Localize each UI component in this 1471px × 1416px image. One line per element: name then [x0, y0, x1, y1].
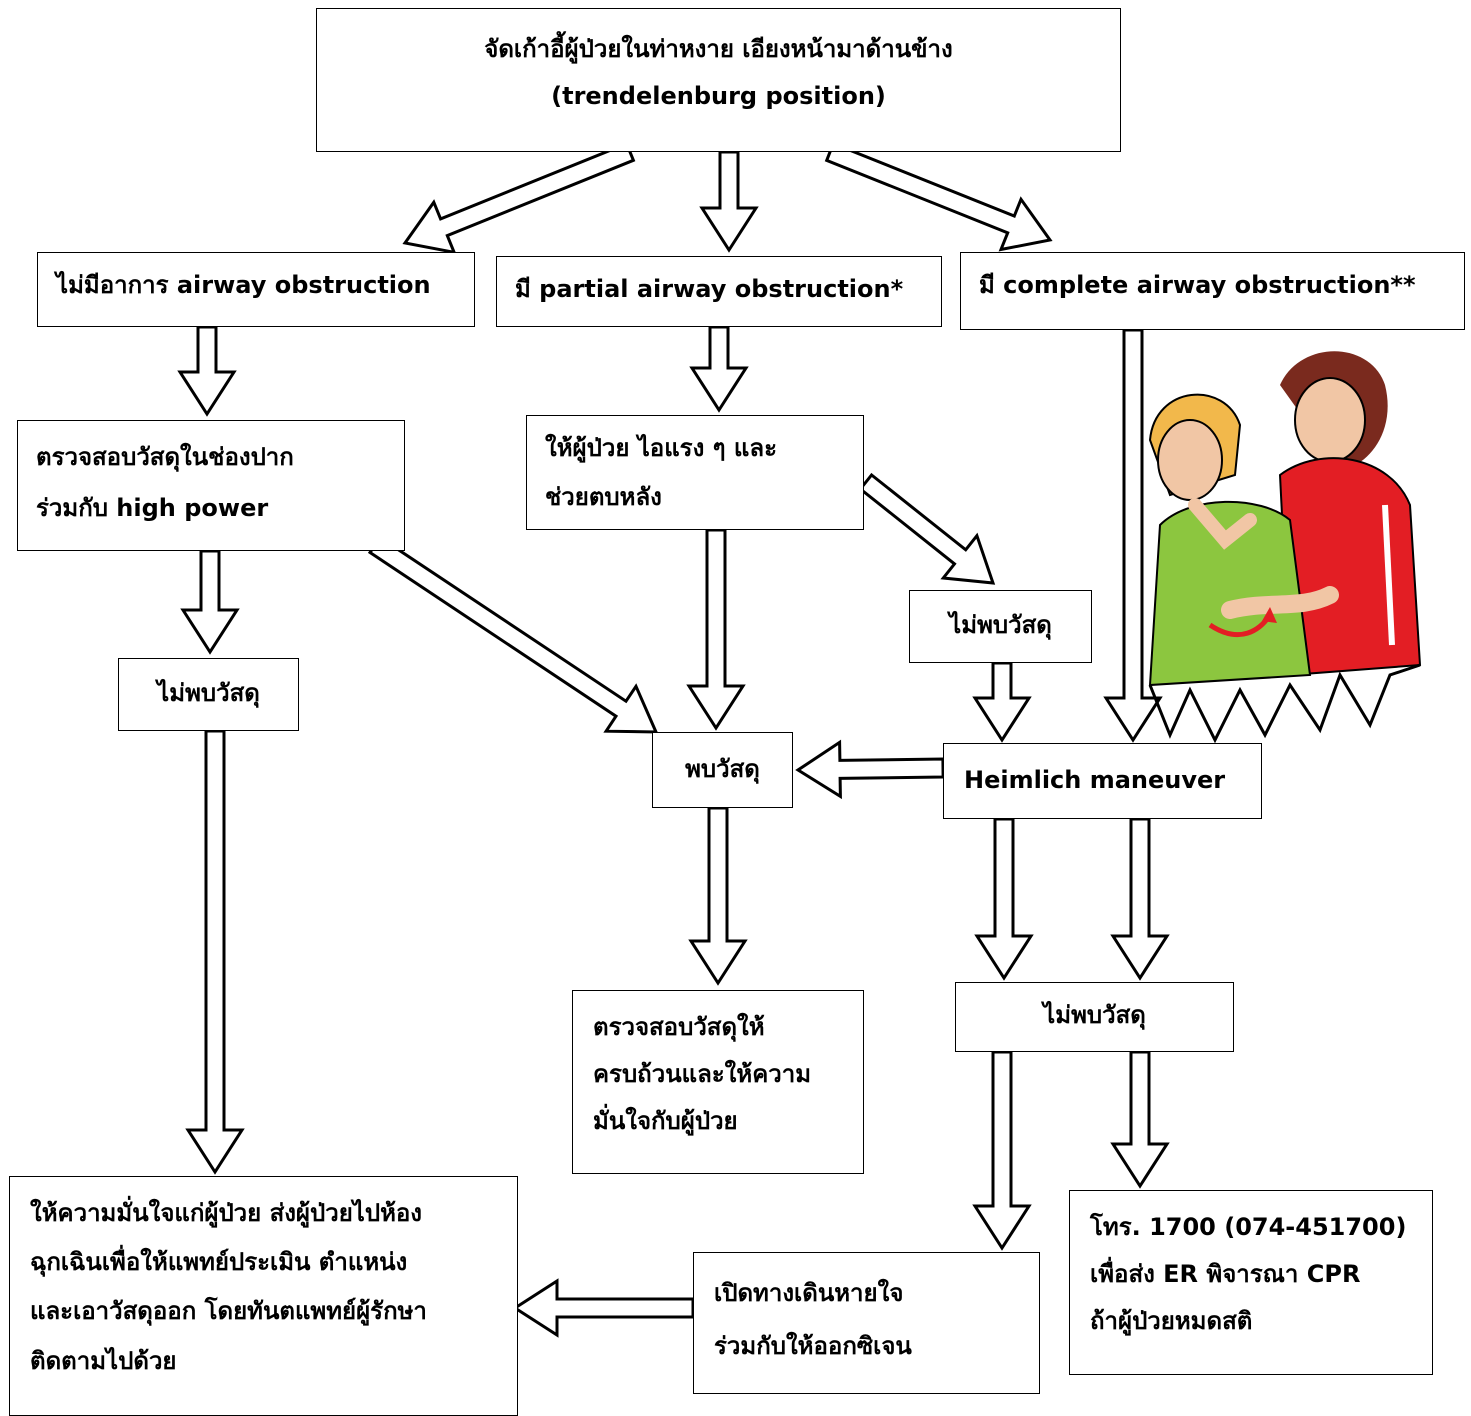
thrust-red-arrowhead: [1262, 607, 1277, 623]
node-verify-line3: มั่นใจกับผู้ป่วย: [593, 1107, 738, 1136]
arrow-inspect-to-found: [367, 535, 659, 734]
node-verify-line1: ตรวจสอบวัสดุให้: [593, 1013, 765, 1041]
node-partial: มี partial airway obstruction*: [496, 256, 942, 327]
node-top-line2: (trendelenburg position): [551, 82, 886, 111]
node-inspect-mouth: ตรวจสอบวัสดุในช่องปาก ร่วมกับ high power: [17, 420, 405, 551]
rescuer-shirt-stripe: [1382, 504, 1395, 646]
arrow-not-found-right-to-call: [1110, 1050, 1170, 1189]
node-cough-back-line2: ช่วยตบหลัง: [545, 483, 662, 512]
node-no-obstruction-text: ไม่มีอาการ airway obstruction: [56, 271, 431, 299]
rescuer-arms: [1221, 586, 1339, 619]
arrow-top-to-no-obstruction: [402, 141, 636, 255]
patient-hands: [1188, 498, 1257, 550]
node-call-line1: โทร. 1700 (074-451700): [1090, 1213, 1407, 1241]
node-complete-text: มี complete airway obstruction**: [979, 271, 1416, 299]
patient-head: [1157, 419, 1223, 501]
node-verify: ตรวจสอบวัสดุให้ ครบถ้วนและให้ความ มั่นใจ…: [572, 990, 864, 1174]
rescuer-head: [1294, 377, 1366, 463]
arrow-cough-to-not-found-mid: [858, 472, 996, 585]
node-not-found-left: ไม่พบวัสดุ: [118, 658, 299, 731]
node-partial-text: มี partial airway obstruction*: [515, 275, 904, 303]
arrow-complete-to-heimlich: [1103, 328, 1163, 743]
node-reassure-line1: ให้ความมั่นใจแก่ผู้ป่วย ส่งผู้ป่วยไปห้อง: [30, 1199, 423, 1227]
rescuer-figure: [1278, 351, 1422, 677]
arrow-not-found-mid-to-heimlich: [972, 661, 1032, 743]
node-reassure-line2: ฉุกเฉินเพื่อให้แพทย์ประเมิน ตำแหน่ง: [30, 1248, 408, 1277]
node-call-line3: ถ้าผู้ป่วยหมดสติ: [1090, 1307, 1253, 1336]
arrow-top-to-complete: [824, 141, 1053, 252]
arrow-not-found-right-to-airway: [972, 1050, 1032, 1251]
arrow-inspect-to-not-found-left: [180, 549, 240, 655]
node-reassure-line3: และเอาวัสดุออก โดยทันตแพทย์ผู้รักษา: [30, 1297, 427, 1326]
heimlich-maneuver-illustration: [1148, 351, 1422, 744]
node-complete: มี complete airway obstruction**: [960, 252, 1465, 330]
arrow-airway-to-reassure: [512, 1278, 695, 1338]
node-not-found-mid: ไม่พบวัสดุ: [909, 590, 1092, 663]
node-found: พบวัสดุ: [652, 732, 793, 808]
node-heimlich: Heimlich maneuver: [943, 743, 1262, 819]
node-call-line2: เพื่อส่ง ER พิจารณา CPR: [1090, 1260, 1361, 1289]
node-found-text: พบวัสดุ: [685, 755, 760, 783]
arrow-heimlich-to-not-found-right-b: [1110, 817, 1170, 981]
patient-figure: [1148, 393, 1312, 687]
node-reassure-line4: ติดตามไปด้วย: [30, 1346, 177, 1375]
node-airway-line1: เปิดทางเดินหายใจ: [714, 1279, 904, 1307]
node-airway: เปิดทางเดินหายใจ ร่วมกับให้ออกซิเจน: [693, 1252, 1040, 1394]
arrow-cough-to-found: [686, 528, 746, 731]
arrow-top-to-partial: [699, 150, 759, 253]
node-inspect-mouth-line2: ร่วมกับ high power: [36, 494, 269, 523]
node-no-obstruction: ไม่มีอาการ airway obstruction: [37, 252, 475, 327]
node-not-found-mid-text: ไม่พบวัสดุ: [949, 611, 1052, 639]
node-cough-back: ให้ผู้ป่วย ไอแรง ๆ และ ช่วยตบหลัง: [526, 415, 864, 530]
node-call: โทร. 1700 (074-451700) เพื่อส่ง ER พิจาร…: [1069, 1190, 1433, 1375]
node-reassure: ให้ความมั่นใจแก่ผู้ป่วย ส่งผู้ป่วยไปห้อง…: [9, 1176, 518, 1416]
node-not-found-right: ไม่พบวัสดุ: [955, 982, 1234, 1052]
node-not-found-right-text: ไม่พบวัสดุ: [1043, 1001, 1146, 1029]
node-not-found-left-text: ไม่พบวัสดุ: [157, 679, 260, 707]
node-top: จัดเก้าอี้ผู้ป่วยในท่าหงาย เอียงหน้ามาด้…: [316, 8, 1121, 152]
node-cough-back-line1: ให้ผู้ป่วย ไอแรง ๆ และ: [545, 434, 777, 462]
node-airway-line2: ร่วมกับให้ออกซิเจน: [714, 1332, 912, 1361]
patient-shirt: [1148, 500, 1312, 687]
illustration-ground-scribble: [1148, 663, 1421, 744]
arrow-heimlich-to-not-found-right-a: [974, 817, 1034, 981]
node-verify-line2: ครบถ้วนและให้ความ: [593, 1060, 812, 1089]
node-inspect-mouth-line1: ตรวจสอบวัสดุในช่องปาก: [36, 443, 294, 471]
arrow-no-obstruction-to-inspect: [177, 325, 237, 417]
arrow-heimlich-to-found: [795, 739, 945, 800]
arrow-partial-to-cough: [689, 325, 749, 413]
node-heimlich-text: Heimlich maneuver: [964, 766, 1226, 794]
node-top-line1: จัดเก้าอี้ผู้ป่วยในท่าหงาย เอียงหน้ามาด้…: [484, 35, 953, 63]
arrow-found-to-verify: [688, 806, 748, 986]
arrow-not-found-left-to-reassure: [185, 729, 245, 1175]
